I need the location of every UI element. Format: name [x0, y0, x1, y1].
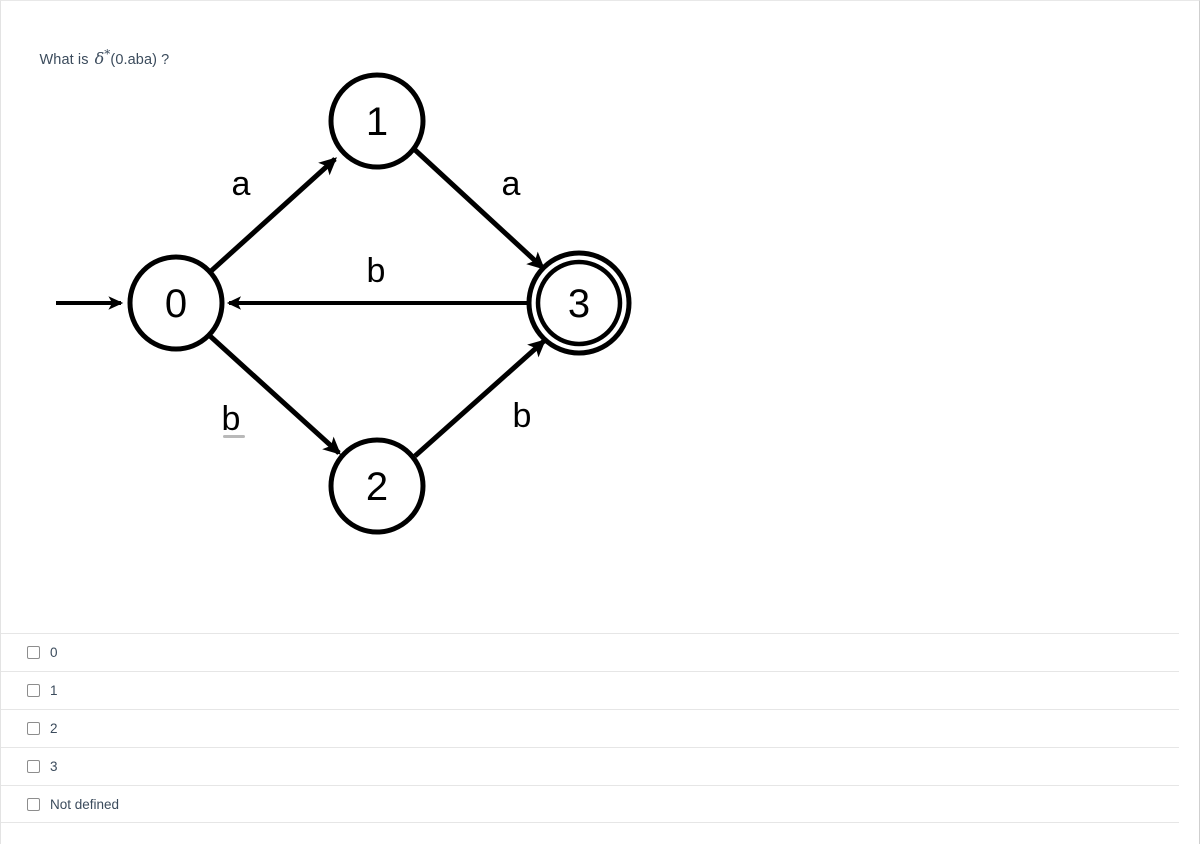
- question-prefix: What is: [39, 51, 89, 68]
- option-row-not-defined[interactable]: Not defined: [1, 785, 1179, 823]
- edge-1-to-3: [412, 147, 545, 270]
- page-title: What is δ*(0.aba) ?: [23, 31, 170, 84]
- answer-options-list: 0 1 2 3 Not defined: [1, 633, 1179, 823]
- kleene-star: *: [104, 47, 111, 61]
- state-3-inner-circle: [535, 259, 623, 347]
- option-row-2[interactable]: 2: [1, 709, 1179, 747]
- state-0-circle: [127, 254, 225, 352]
- state-node-2[interactable]: 2: [328, 437, 426, 535]
- edge-label-0-to-1: a: [232, 165, 251, 203]
- state-3-label: 3: [568, 282, 590, 326]
- option-label: 2: [50, 721, 58, 736]
- state-2-label: 2: [366, 465, 388, 509]
- automaton-svg: 0 1 2 3 a a b b b: [56, 72, 632, 535]
- edge-2-to-3: [413, 339, 546, 458]
- edge-label-1-to-3: a: [502, 165, 521, 203]
- option-row-0[interactable]: 0: [1, 633, 1179, 671]
- state-node-1[interactable]: 1: [328, 72, 426, 170]
- automaton-diagram: 0 1 2 3 a a b b b: [1, 53, 721, 573]
- state-1-label: 1: [366, 100, 388, 144]
- question-argument: (0.aba) ?: [110, 51, 170, 68]
- checkbox-icon[interactable]: [27, 684, 40, 697]
- checkbox-icon[interactable]: [27, 722, 40, 735]
- delta-symbol: δ: [94, 48, 105, 68]
- option-label: 3: [50, 759, 58, 774]
- edge-label-0-to-2: b: [222, 400, 241, 438]
- edge-label-2-to-3: b: [513, 397, 532, 435]
- edge-label-3-to-0: b: [367, 252, 386, 290]
- edge-0-to-1: [208, 157, 337, 274]
- state-node-3[interactable]: 3: [526, 250, 632, 356]
- state-0-label: 0: [165, 282, 187, 326]
- edge-0-to-2: [208, 334, 341, 455]
- checkbox-icon[interactable]: [27, 760, 40, 773]
- option-label: 1: [50, 683, 58, 698]
- state-2-circle: [328, 437, 426, 535]
- option-label: Not defined: [50, 796, 120, 812]
- state-node-0[interactable]: 0: [127, 254, 225, 352]
- state-1-circle: [328, 72, 426, 170]
- checkbox-icon[interactable]: [27, 646, 40, 659]
- checkbox-icon[interactable]: [27, 797, 40, 811]
- option-row-3[interactable]: 3: [1, 747, 1179, 785]
- option-row-1[interactable]: 1: [1, 671, 1179, 709]
- smudge-artifact: [223, 435, 245, 438]
- option-label: 0: [50, 645, 58, 660]
